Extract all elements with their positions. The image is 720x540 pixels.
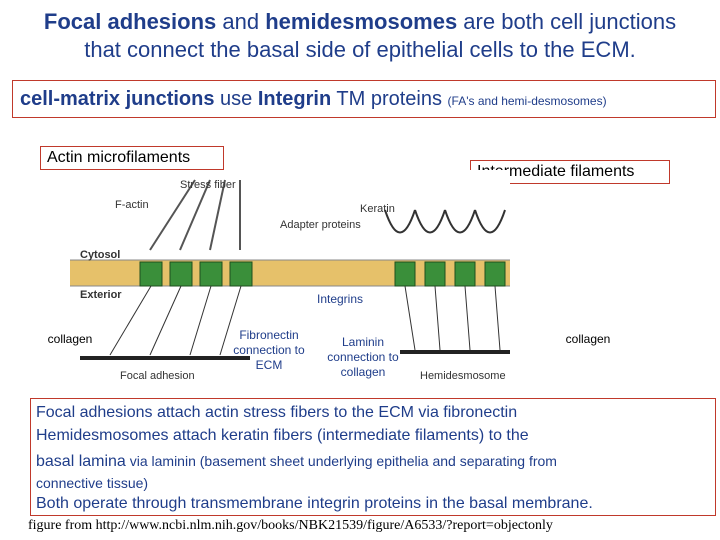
title-rest: are both cell junctions <box>457 9 677 34</box>
summary-ct: connective tissue) <box>36 475 149 491</box>
summary-fa-bold: Focal adhesions <box>36 404 153 421</box>
subtitle-use: use <box>214 88 258 110</box>
summary-both-integrin: integrin <box>307 495 360 512</box>
collagen-bar-right <box>400 350 510 354</box>
focal-adhesion-integrins <box>109 261 253 356</box>
label-actin-microfilaments: Actin microfilaments <box>40 146 224 170</box>
summary-box <box>30 398 716 516</box>
title-and: and <box>216 9 266 34</box>
adapter-label: Adapter proteins <box>280 219 361 231</box>
summary-basal-lamina: basal lamina <box>36 453 126 470</box>
summary-hd-bold: Hemidesmosomes <box>36 427 169 444</box>
summary-hd: Hemidesmosomes attach keratin fibers (in… <box>36 425 529 447</box>
cytosol-label: Cytosol <box>80 249 120 261</box>
figure-source: figure from http://www.ncbi.nlm.nih.gov/… <box>28 518 553 533</box>
title-line2: that connect the basal side of epithelia… <box>84 37 636 62</box>
label-integrins: Integrins <box>316 292 364 306</box>
subtitle-note: (FA's and hemi-desmosomes) <box>447 94 607 108</box>
hemidesmosome-integrins <box>394 261 506 351</box>
summary-both-1: Both operate through transmembrane <box>36 495 308 512</box>
junction-diagram: Stress fiber F-actin Keratin Adapter pro… <box>70 170 510 390</box>
label-collagen-left: collagen <box>47 332 93 346</box>
stress-fiber-label: Stress fiber <box>180 179 236 191</box>
title-focal-adhesions: Focal adhesions <box>43 9 217 34</box>
focal-adhesion-label: Focal adhesion <box>120 370 195 382</box>
summary-both: Both operate through transmembrane integ… <box>36 493 593 515</box>
title-hemidesmosomes: hemidesmosomes <box>265 9 458 34</box>
summary-both-2: proteins in the basal membrane. <box>359 495 593 512</box>
summary-hd-rest: attach keratin fibers (intermediate fila… <box>168 427 529 444</box>
summary-basal: basal lamina via laminin (basement sheet… <box>36 450 557 473</box>
title: Focal adhesions and hemidesmosomes are b… <box>0 8 720 64</box>
summary-fa-rest: attach actin stress fibers to the ECM vi… <box>152 404 518 421</box>
label-fibronectin: Fibronectin connection to ECM <box>233 328 305 372</box>
keratin-filaments <box>384 209 506 234</box>
subtitle: cell-matrix junctions use Integrin TM pr… <box>20 88 607 111</box>
collagen-bar-left <box>80 356 250 360</box>
stress-fiber <box>149 179 241 251</box>
f-actin-label: F-actin <box>115 199 149 211</box>
subtitle-box <box>12 80 716 118</box>
summary-fa: Focal adhesions attach actin stress fibe… <box>36 402 517 424</box>
label-laminin: Laminin connection to collagen <box>327 335 399 379</box>
subtitle-cell-matrix: cell-matrix junctions <box>20 88 215 110</box>
keratin-label: Keratin <box>360 203 395 215</box>
hemidesmosome-label: Hemidesmosome <box>420 370 506 382</box>
subtitle-tm: TM proteins <box>331 88 448 110</box>
subtitle-integrin: Integrin <box>257 88 332 110</box>
summary-via: via laminin (basement sheet underlying e… <box>125 453 557 469</box>
exterior-label: Exterior <box>80 289 122 301</box>
label-collagen-right: collagen <box>565 332 611 346</box>
